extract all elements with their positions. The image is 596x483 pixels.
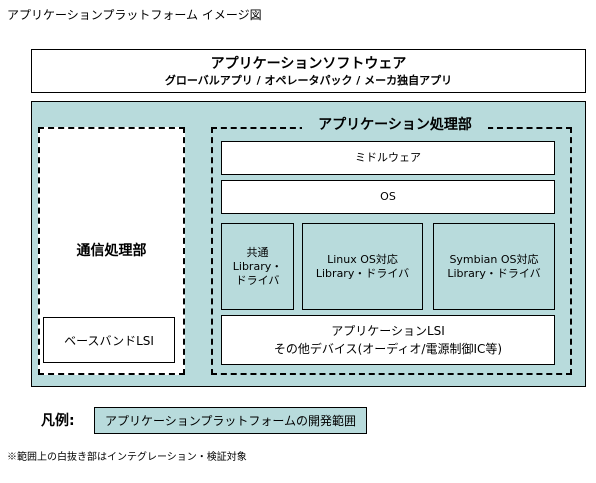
- application-lsi-box: アプリケーションLSI その他デバイス(オーディオ/電源制御IC等): [221, 315, 555, 365]
- os-box: OS: [221, 180, 555, 214]
- symbian-library-line1: Symbian OS対応: [449, 252, 539, 266]
- footnote: ※範囲上の白抜き部はインテグレーション・検証対象: [7, 452, 247, 463]
- communication-unit-title: 通信処理部: [76, 243, 147, 259]
- legend-label: 凡例:: [41, 413, 75, 429]
- application-lsi-line1: アプリケーションLSI: [331, 324, 445, 338]
- application-software-title: アプリケーションソフトウェア: [210, 55, 407, 72]
- linux-library-line2: Library・ドライバ: [315, 266, 410, 280]
- application-lsi-line2: その他デバイス(オーディオ/電源制御IC等): [273, 342, 503, 356]
- linux-library-box: Linux OS対応 Library・ドライバ: [302, 223, 423, 310]
- middleware-label: ミドルウェア: [355, 151, 421, 164]
- common-library-line1: 共通Library・: [232, 245, 283, 273]
- common-library-line2: ドライバ: [235, 273, 280, 287]
- legend-swatch-box: アプリケーションプラットフォームの開発範囲: [94, 407, 367, 434]
- page-title: アプリケーションプラットフォーム イメージ図: [7, 8, 262, 22]
- middleware-box: ミドルウェア: [221, 141, 555, 175]
- baseband-lsi-label: ベースバンドLSI: [64, 333, 154, 348]
- application-unit-title-text: アプリケーション処理部: [318, 117, 472, 133]
- symbian-library-line2: Library・ドライバ: [447, 266, 541, 280]
- legend-item-label: アプリケーションプラットフォームの開発範囲: [104, 414, 357, 428]
- application-software-box: アプリケーションソフトウェア グローバルアプリ / オペレータパック / メーカ…: [31, 49, 586, 93]
- common-library-box: 共通Library・ ドライバ: [221, 223, 294, 310]
- baseband-lsi-box: ベースバンドLSI: [43, 317, 175, 363]
- symbian-library-box: Symbian OS対応 Library・ドライバ: [433, 223, 555, 310]
- os-label: OS: [380, 190, 396, 203]
- linux-library-line1: Linux OS対応: [327, 252, 398, 266]
- application-software-subtitle: グローバルアプリ / オペレータパック / メーカ独自アプリ: [164, 73, 453, 87]
- application-unit-title: アプリケーション処理部: [302, 114, 488, 134]
